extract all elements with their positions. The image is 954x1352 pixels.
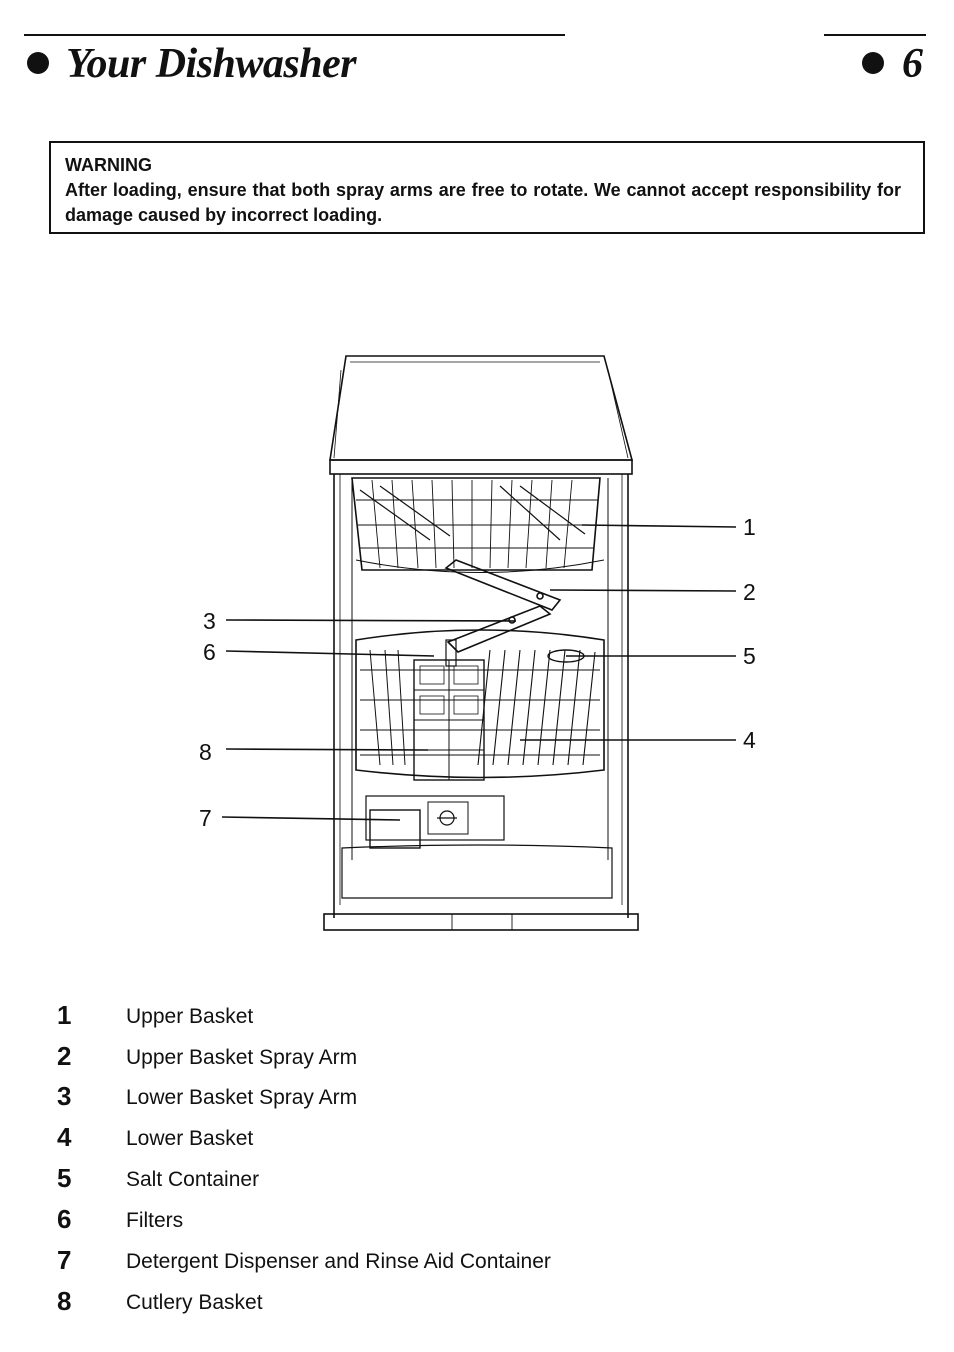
page-number: 6: [902, 41, 923, 87]
cutlery-basket: [413, 639, 485, 781]
callout-1: 1: [743, 514, 756, 540]
leader-line-3: [225, 619, 517, 622]
legend-number: 1: [57, 1000, 72, 1030]
legend-label: Filters: [126, 1209, 184, 1232]
dishwasher-diagram: 1 2 3 6 5 8 4 7: [199, 355, 756, 931]
callout-7: 7: [199, 805, 212, 831]
legend-number: 4: [57, 1122, 72, 1152]
leader-line-1: [581, 524, 737, 528]
detergent-dispenser: [369, 809, 421, 849]
legend-number: 3: [57, 1081, 72, 1111]
leader-line-2: [549, 589, 737, 592]
worktop: [329, 355, 634, 461]
bullet-icon: [862, 52, 884, 74]
upper-spray-arm: [444, 559, 562, 611]
legend-label: Salt Container: [126, 1168, 260, 1191]
warning-body: After loading, ensure that both spray ar…: [65, 180, 901, 225]
upper-basket: [351, 477, 601, 571]
warning-heading: WARNING: [65, 155, 152, 175]
lower-basket: [355, 629, 605, 779]
callout-6: 6: [203, 639, 216, 665]
page-title: Your Dishwasher: [66, 41, 357, 87]
legend-label: Upper Basket: [126, 1005, 254, 1028]
bullet-icon: [27, 52, 49, 74]
header-rule-right: [824, 34, 926, 36]
lower-spray-arm: [446, 605, 552, 653]
legend-number: 7: [57, 1245, 72, 1275]
leader-line-8: [225, 748, 429, 751]
callout-8: 8: [199, 739, 212, 765]
leader-line-6: [225, 650, 435, 657]
legend-label: Detergent Dispenser and Rinse Aid Contai…: [126, 1250, 551, 1273]
legend-label: Upper Basket Spray Arm: [126, 1046, 358, 1069]
legend-number: 8: [57, 1286, 72, 1316]
legend-label: Lower Basket: [126, 1127, 254, 1150]
legend-label: Lower Basket Spray Arm: [126, 1086, 358, 1109]
leader-line-7: [221, 816, 401, 821]
callout-5: 5: [743, 643, 756, 669]
legend-number: 2: [57, 1041, 72, 1071]
callout-4: 4: [743, 727, 756, 753]
legend-label: Cutlery Basket: [126, 1291, 263, 1314]
callout-2: 2: [743, 579, 756, 605]
legend-number: 6: [57, 1204, 72, 1234]
callout-3: 3: [203, 608, 216, 634]
legend-number: 5: [57, 1163, 72, 1193]
header-rule-left: [24, 34, 565, 36]
warning-box: WARNING After loading, ensure that both …: [49, 141, 925, 234]
